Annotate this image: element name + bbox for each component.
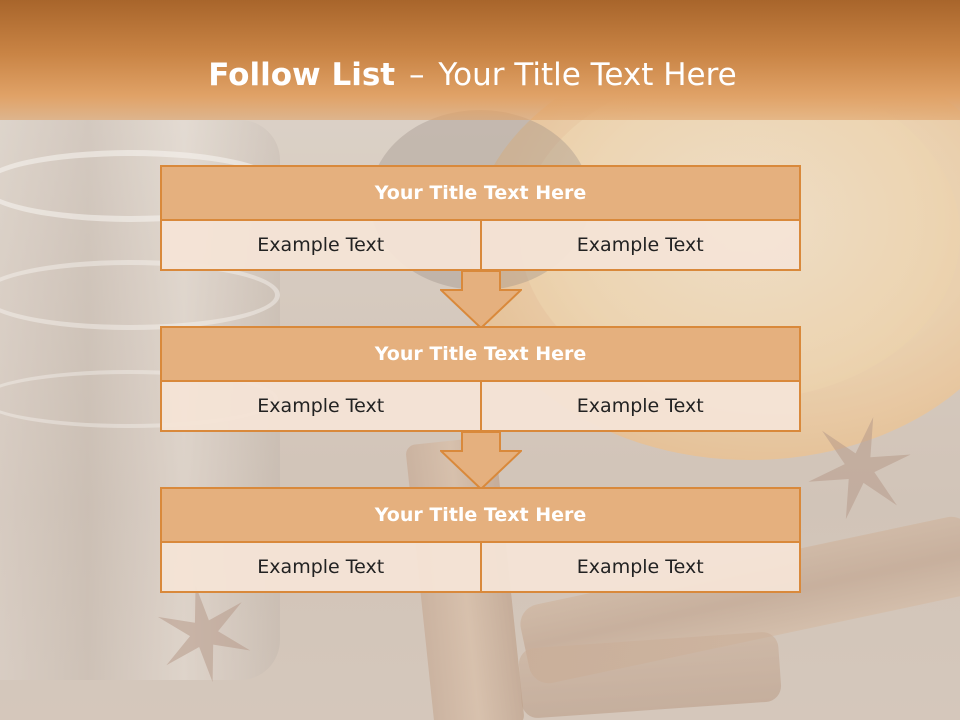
flow-block-cell-right: Example Text — [481, 543, 801, 593]
flow-block-row: Example Text Example Text — [160, 382, 801, 432]
slide-title-bold: Follow List — [208, 57, 396, 93]
flow-block-2: Your Title Text Here Example Text Exampl… — [160, 326, 801, 432]
slide-title: Follow List – Your Title Text Here — [0, 55, 945, 95]
glass-rim-shape — [0, 260, 280, 330]
flow-block-cell-right: Example Text — [481, 221, 801, 271]
flow-block-3: Your Title Text Here Example Text Exampl… — [160, 487, 801, 593]
flow-block-cell-left: Example Text — [160, 543, 482, 593]
flow-block-cell-right: Example Text — [481, 382, 801, 432]
flow-block-cell-left: Example Text — [160, 221, 482, 271]
down-arrow-icon — [440, 270, 522, 330]
flow-block-1: Your Title Text Here Example Text Exampl… — [160, 165, 801, 271]
flow-block-cell-left: Example Text — [160, 382, 482, 432]
flow-block-title: Your Title Text Here — [160, 487, 801, 543]
flow-block-row: Example Text Example Text — [160, 543, 801, 593]
down-arrow-icon — [440, 431, 522, 491]
title-banner: Follow List – Your Title Text Here — [0, 0, 960, 120]
slide-title-rest: Your Title Text Here — [438, 57, 737, 93]
flow-block-row: Example Text Example Text — [160, 221, 801, 271]
slide-title-separator: – — [408, 57, 425, 93]
flow-block-title: Your Title Text Here — [160, 326, 801, 382]
flow-block-title: Your Title Text Here — [160, 165, 801, 221]
